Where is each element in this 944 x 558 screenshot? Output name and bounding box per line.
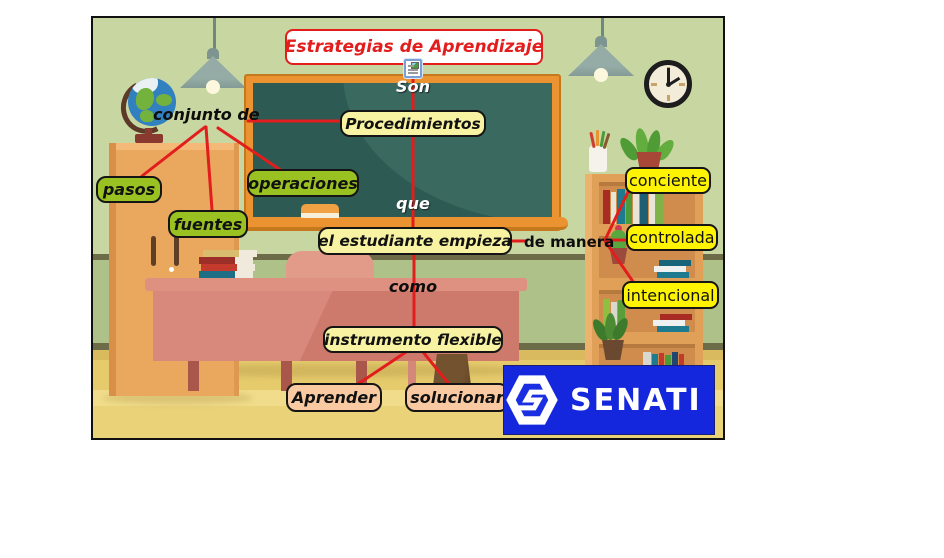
clock-minute-hand (667, 68, 670, 85)
node-procedimientos: Procedimientos (340, 110, 486, 137)
node-fuentes: fuentes (168, 210, 248, 238)
connector-label-son: Son (396, 77, 430, 96)
connector-label-como: como (388, 277, 438, 296)
book-flat (653, 320, 685, 326)
lamp-cap (595, 36, 607, 47)
node-instrumento-flexible: instrumento flexible (323, 326, 503, 353)
book-flat (654, 266, 686, 272)
concept-map-illustration: Estrategias de Aprendizaje Son conjunto … (91, 16, 725, 440)
lamp-cap (207, 48, 219, 59)
connector-label-conjunto-de: conjunto de (153, 105, 260, 124)
plant-pot (602, 340, 624, 360)
clock-tick (679, 83, 685, 86)
book (199, 257, 253, 264)
globe-land (156, 94, 172, 106)
cabinet-side (109, 143, 116, 396)
node-controlada: controlada (626, 224, 718, 251)
cabinet-handle (151, 236, 156, 266)
node-operaciones: operaciones (247, 169, 359, 197)
wall-clock-icon (644, 60, 692, 108)
icon-text-line (408, 65, 414, 67)
clock-tick (651, 83, 657, 86)
book-spine (656, 190, 663, 224)
globe-sphere (128, 78, 176, 126)
node-conciente: conciente (625, 167, 711, 194)
globe-land (140, 110, 154, 122)
lamp-cord (601, 18, 604, 46)
chair-back (286, 251, 374, 281)
node-el-estudiante-empieza: el estudiante empieza (318, 227, 512, 255)
senati-logo: SENATI (503, 365, 715, 435)
desk-leg (281, 361, 292, 391)
book-flat (657, 272, 689, 278)
book (203, 250, 257, 257)
cabinet-knob (169, 267, 174, 272)
clock-center (665, 81, 671, 87)
embedded-object-icon (404, 59, 422, 78)
eraser-felt (301, 213, 339, 218)
book (199, 271, 253, 278)
book-spine (603, 190, 610, 224)
node-pasos: pasos (96, 176, 162, 203)
book-flat (660, 314, 692, 320)
chalkboard-sheen (343, 83, 552, 222)
pencil-icon (596, 130, 599, 146)
lamp-bulb (594, 68, 608, 82)
globe-base (135, 134, 163, 143)
book (201, 264, 255, 271)
book-spine (618, 300, 625, 332)
book-spine (640, 191, 648, 224)
cabinet-top (109, 143, 239, 150)
eraser-icon (301, 204, 339, 218)
clock-tick (667, 95, 670, 101)
chair-leg (408, 361, 416, 389)
eraser-top (301, 204, 339, 213)
icon-text-line (408, 69, 418, 71)
bookshelf-edge (585, 174, 592, 388)
node-aprender: Aprender (286, 383, 382, 412)
senati-logo-text: SENATI (570, 382, 702, 418)
book-spine (617, 189, 625, 224)
node-intencional: intencional (622, 281, 719, 309)
lamp-cord (213, 18, 216, 58)
chalkboard (253, 83, 552, 222)
book-flat (657, 326, 689, 332)
book-spine (611, 192, 616, 224)
connector-label-que: que (396, 194, 430, 213)
icon-text-line (408, 72, 418, 74)
desk-books (199, 250, 257, 278)
globe-land (136, 88, 154, 110)
desk-leg (188, 361, 199, 391)
lamp-bulb (206, 80, 220, 94)
node-solucionar: solucionar (405, 383, 509, 412)
book-spine (633, 190, 639, 224)
senati-hexagon-icon (506, 375, 558, 425)
pencil-cup-icon (589, 146, 607, 172)
book-spine (649, 193, 655, 224)
chair-rail (93, 254, 723, 260)
connector-label-de-manera: de manera (524, 233, 615, 251)
book-spine (626, 193, 632, 224)
desk-top (145, 278, 527, 291)
cabinet-handle (174, 236, 179, 266)
book-flat (659, 260, 691, 266)
